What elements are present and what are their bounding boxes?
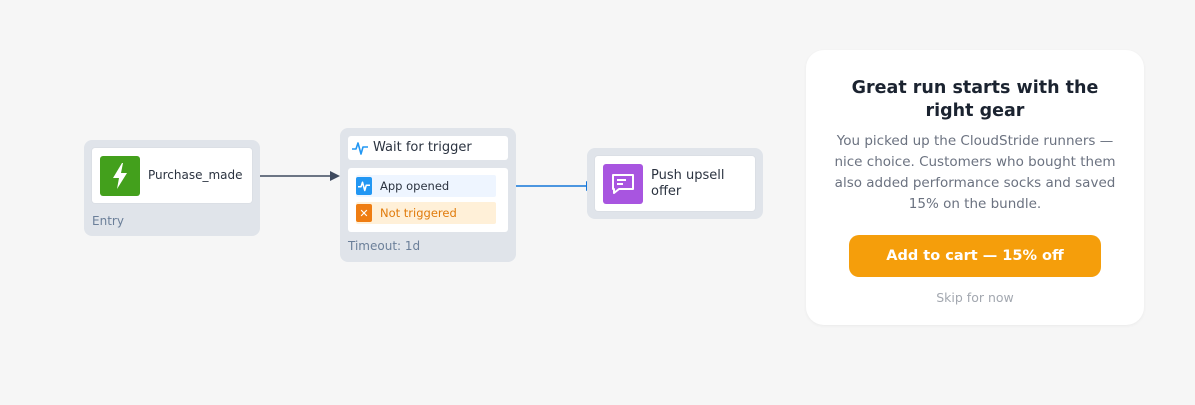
wait-for-trigger-node[interactable]: Wait for trigger App opened ✕ Not trigge… — [340, 128, 516, 262]
push-card[interactable]: Push upsell offer — [595, 156, 755, 211]
wait-node-header[interactable]: Wait for trigger — [348, 136, 508, 160]
entry-footer: Entry — [92, 214, 124, 228]
offer-title: Great run starts with the right gear — [851, 78, 1099, 121]
push-node-label: Push upsell offer — [651, 168, 725, 199]
wait-timeout-label: Timeout: 1d — [348, 239, 421, 253]
entry-node[interactable]: Purchase_made Entry — [84, 140, 260, 236]
upsell-offer-card: Great run starts with the right gear You… — [806, 50, 1144, 325]
chat-message-icon — [603, 164, 643, 204]
skip-link[interactable]: Skip for now — [936, 290, 1014, 305]
lightning-bolt-icon — [100, 156, 140, 196]
branch-label: Not triggered — [380, 206, 457, 220]
offer-body: You picked up the CloudStride runners — … — [834, 133, 1116, 212]
connector-arrowhead — [330, 171, 340, 181]
entry-card[interactable]: Purchase_made — [92, 148, 252, 203]
pulse-icon — [351, 140, 369, 160]
branch-not-triggered[interactable]: ✕ Not triggered — [356, 202, 496, 224]
branch-label: App opened — [380, 179, 450, 193]
wait-node-title: Wait for trigger — [373, 140, 472, 155]
branch-app-opened[interactable]: App opened — [356, 175, 496, 197]
entry-event-label: Purchase_made — [148, 168, 243, 182]
close-icon: ✕ — [356, 204, 372, 222]
push-upsell-node[interactable]: Push upsell offer — [587, 148, 763, 219]
add-to-cart-button[interactable]: Add to cart — 15% off — [849, 235, 1101, 277]
pulse-icon — [356, 177, 372, 195]
wait-branches: App opened ✕ Not triggered — [348, 168, 508, 232]
